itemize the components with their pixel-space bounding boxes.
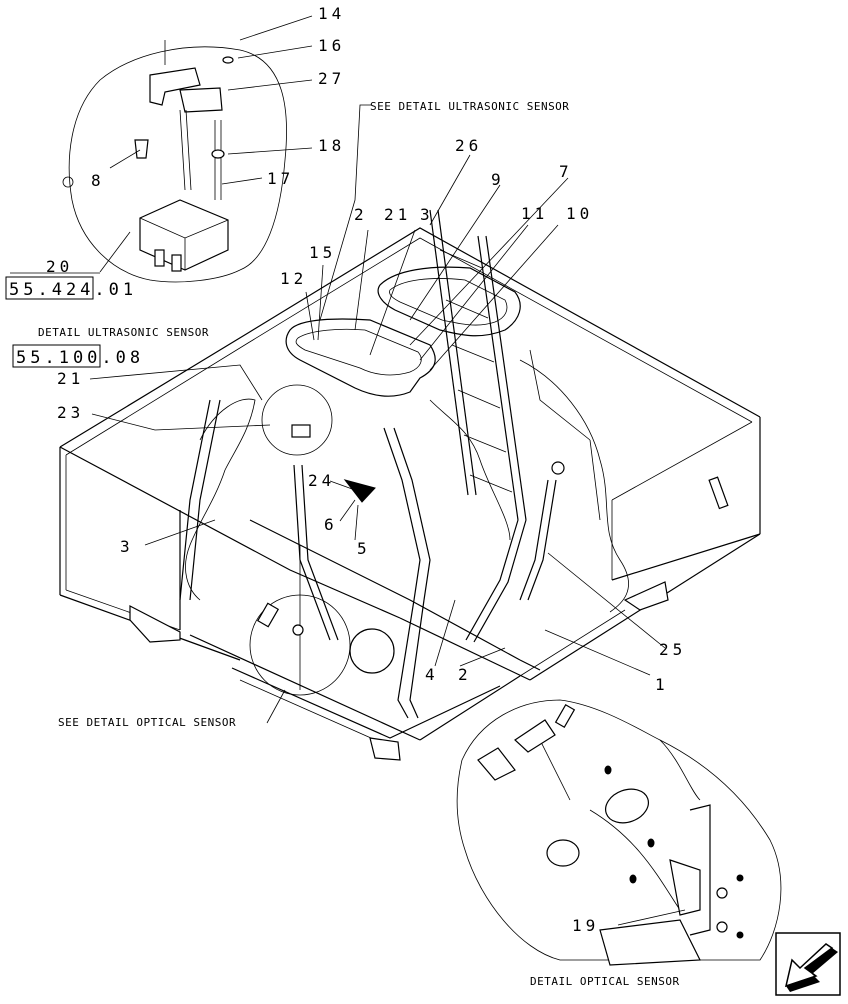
deflector-part: [343, 479, 376, 503]
port-hole: [349, 628, 395, 674]
optical-sensor-part: [256, 602, 280, 628]
callout-2b: 2: [458, 665, 472, 684]
callout-1: 1: [655, 675, 669, 694]
callout-10: 10: [566, 204, 593, 223]
hopper-body: [59, 227, 761, 761]
reference-2-text: 55.100.08: [16, 348, 144, 368]
caption-see-ultrasonic: SEE DETAIL ULTRASONIC SENSOR: [370, 100, 569, 113]
callout-3b: 3: [120, 537, 134, 556]
callout-23: 23: [57, 403, 84, 422]
callout-17: 17: [267, 169, 294, 188]
caption-see-optical: SEE DETAIL OPTICAL SENSOR: [58, 716, 236, 729]
detail-circle-ultrasonic: [261, 384, 333, 456]
top-port: [551, 461, 565, 475]
callout-4: 4: [425, 665, 439, 684]
callout-24: 24: [308, 471, 335, 490]
leader-lines: [10, 15, 686, 926]
callout-16: 16: [318, 36, 345, 55]
callout-19: 19: [572, 916, 599, 935]
callout-12: 12: [280, 269, 307, 288]
callout-7: 7: [559, 162, 573, 181]
callout-8: 8: [91, 171, 105, 190]
callout-6: 6: [324, 515, 338, 534]
tube-assembly: [179, 399, 557, 719]
optical-detail-view: [456, 699, 782, 966]
callout-27: 27: [318, 69, 345, 88]
callout-26: 26: [455, 136, 482, 155]
callout-11: 11: [521, 204, 548, 223]
callout-2: 2: [354, 205, 368, 224]
callout-21b: 21: [384, 205, 411, 224]
ultrasonic-sensor-part: [291, 424, 311, 438]
reference-box-2[interactable]: 55.100.08: [12, 344, 144, 368]
arrow-down-left-icon[interactable]: [775, 932, 841, 996]
callout-labels: 14 16 27 8 18 17 20 26 9 7 2 21 3 11 10 …: [46, 4, 686, 935]
callout-5: 5: [357, 539, 371, 558]
callout-18: 18: [318, 136, 345, 155]
ladder: [429, 209, 527, 643]
small-port: [292, 624, 304, 636]
reference-1-text: 55.424.01: [9, 280, 137, 300]
reference-box-1[interactable]: 55.424.01: [5, 276, 137, 300]
callout-25: 25: [659, 640, 686, 659]
callout-14: 14: [318, 4, 345, 23]
caption-detail-ultrasonic: DETAIL ULTRASONIC SENSOR: [38, 326, 209, 339]
caption-detail-optical: DETAIL OPTICAL SENSOR: [530, 975, 680, 988]
top-hatch-left: [285, 318, 436, 397]
callout-15: 15: [309, 243, 336, 262]
detail-circle-optical: [249, 594, 351, 696]
ultrasonic-detail-view: [62, 40, 287, 283]
callout-9: 9: [491, 170, 505, 189]
callout-21: 21: [57, 369, 84, 388]
callout-20: 20: [46, 257, 73, 276]
callout-3: 3: [420, 205, 434, 224]
